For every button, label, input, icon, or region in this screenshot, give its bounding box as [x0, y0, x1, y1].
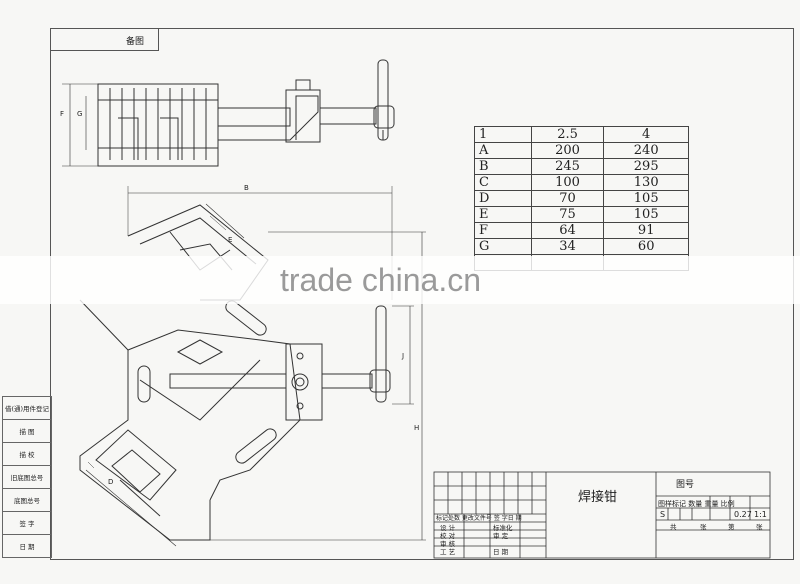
side-box-cell: 底图总号	[2, 488, 52, 512]
tb-sheet-unit1: 张	[700, 523, 707, 531]
side-box-row: 旧底图总号	[2, 465, 52, 489]
table-cell: 1	[474, 126, 532, 143]
tb-weight: 0.27	[734, 510, 752, 519]
watermark-band	[0, 256, 800, 304]
table-cell: F	[474, 222, 532, 239]
table-cell: 75	[530, 206, 605, 223]
tb-row5-a: 工 艺	[440, 548, 456, 556]
dim-label-b: B	[244, 184, 249, 192]
tb-sheet-unit2: 张	[756, 523, 763, 531]
side-box-cell: 签 字	[2, 511, 52, 535]
table-cell: 245	[530, 158, 605, 175]
table-cell: 105	[603, 190, 689, 207]
top-label: 备图	[126, 37, 145, 47]
tb-sheet-no: 第	[728, 523, 735, 531]
watermark-text: trade china.cn	[280, 262, 482, 298]
table-cell: C	[474, 174, 532, 191]
side-box-row: 描 图	[2, 419, 52, 443]
side-record-box: 借(通)用件登记描 图描 校旧底图总号底图总号签 字日 期	[2, 396, 52, 558]
side-view	[62, 59, 395, 167]
drawing-no-label: 图号	[676, 480, 695, 490]
side-box-row: 描 校	[2, 442, 52, 466]
side-box-cell: 描 图	[2, 419, 52, 443]
table-cell: 64	[530, 222, 605, 239]
dim-label-j: J	[402, 352, 405, 360]
dim-label-d: D	[108, 478, 114, 486]
tb-row1: 标记处数 更改文件号 签 字日 期	[436, 515, 522, 522]
table-cell: G	[474, 238, 532, 255]
table-cell: E	[474, 206, 532, 223]
table-cell: A	[474, 142, 532, 159]
tb-meta-headers: 图样标记 数量 重量 比例	[658, 500, 735, 508]
tb-row2-b: 标准化	[493, 524, 513, 532]
table-cell: 91	[603, 222, 689, 239]
side-box-cell: 旧底图总号	[2, 465, 52, 489]
plan-view	[79, 186, 426, 547]
tb-sheet-total: 共	[670, 523, 677, 531]
table-cell: 130	[603, 174, 689, 191]
title-block-lines	[433, 471, 771, 559]
dim-label-e: E	[228, 236, 233, 244]
tb-scale: 1:1	[754, 510, 767, 519]
tb-row5-b: 日 期	[493, 548, 509, 556]
table-cell: 70	[530, 190, 605, 207]
side-box-cell: 日 期	[2, 534, 52, 558]
tb-row3-b: 审 定	[493, 532, 509, 540]
side-box-row: 日 期	[2, 534, 52, 558]
tb-stage: S	[660, 510, 666, 519]
side-box-row: 签 字	[2, 511, 52, 535]
tb-row4-a: 审 核	[440, 540, 456, 548]
side-box-cell: 借(通)用件登记	[2, 396, 52, 420]
table-cell: 4	[603, 126, 689, 143]
table-cell: 295	[603, 158, 689, 175]
top-label-box: 备图	[50, 28, 159, 51]
tb-row2-a: 设 计	[440, 524, 456, 532]
table-cell: D	[474, 190, 532, 207]
dim-label-f: F	[60, 110, 65, 118]
dim-label-h: H	[414, 424, 420, 432]
side-box-row: 借(通)用件登记	[2, 396, 52, 420]
table-cell: 105	[603, 206, 689, 223]
table-cell: 2.5	[530, 126, 605, 143]
table-cell: 60	[603, 238, 689, 255]
table-cell: 240	[603, 142, 689, 159]
table-cell: 100	[530, 174, 605, 191]
table-cell: 200	[530, 142, 605, 159]
drawing-title: 焊接钳	[578, 490, 618, 505]
dim-label-g: G	[77, 110, 83, 118]
side-box-cell: 描 校	[2, 442, 52, 466]
tb-row3-a: 校 对	[440, 532, 456, 540]
side-box-row: 底图总号	[2, 488, 52, 512]
table-cell: B	[474, 158, 532, 175]
table-cell: 34	[530, 238, 605, 255]
